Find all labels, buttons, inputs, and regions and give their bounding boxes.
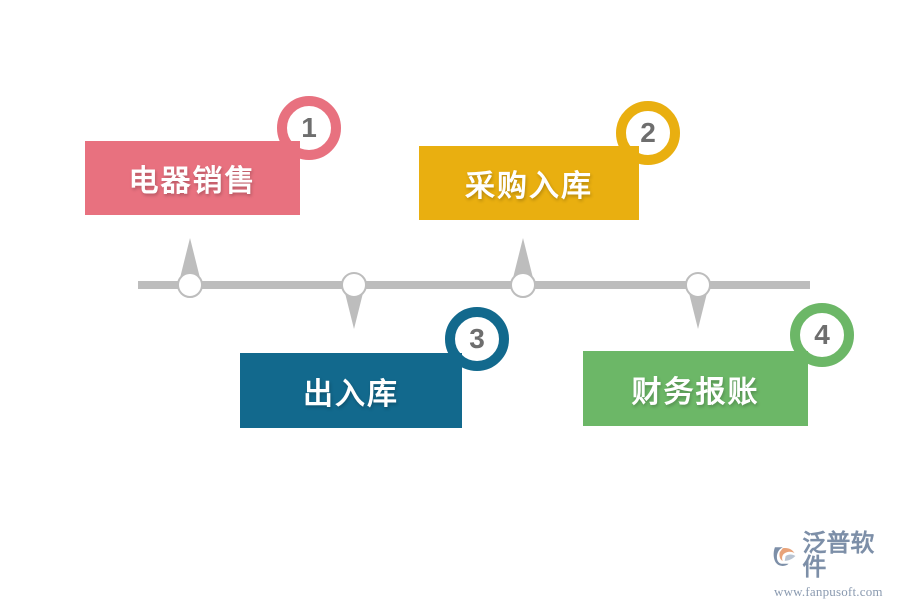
- fanpu-swoosh-logo-icon: [773, 547, 796, 567]
- step-box-4[interactable]: 财务报账: [583, 351, 808, 426]
- step-badge-number-1: 1: [301, 112, 317, 143]
- connector-arrow-step-1: [179, 238, 201, 282]
- watermark-brand-row: 泛普软件: [772, 532, 896, 580]
- step-box-2[interactable]: 采购入库: [419, 146, 639, 220]
- step-badge-3[interactable]: 3: [445, 307, 509, 371]
- watermark-url: www.fanpusoft.com: [774, 584, 883, 599]
- step-badge-number-2: 2: [640, 117, 656, 148]
- step-label-2: 采购入库: [465, 170, 593, 203]
- timeline-node-1[interactable]: [177, 272, 203, 298]
- step-badge-1[interactable]: 1: [277, 96, 341, 160]
- step-box-1[interactable]: 电器销售: [85, 141, 300, 215]
- timeline-axis-line: [138, 281, 810, 289]
- step-badge-number-3: 3: [469, 323, 485, 354]
- step-label-4: 财务报账: [631, 375, 760, 409]
- step-label-3: 出入库: [303, 377, 399, 411]
- connector-arrow-step-2: [512, 238, 534, 282]
- timeline-node-4[interactable]: [685, 272, 711, 298]
- step-box-3[interactable]: 出入库: [240, 353, 462, 428]
- watermark-brand-name: 泛普软件: [802, 530, 875, 581]
- timeline-node-3[interactable]: [341, 272, 367, 298]
- step-label-1: 电器销售: [128, 165, 257, 198]
- step-badge-number-4: 4: [814, 319, 830, 350]
- timeline-node-2[interactable]: [510, 272, 536, 298]
- watermark: 泛普软件 www.fanpusoft.com: [772, 532, 896, 599]
- step-badge-4[interactable]: 4: [790, 303, 854, 367]
